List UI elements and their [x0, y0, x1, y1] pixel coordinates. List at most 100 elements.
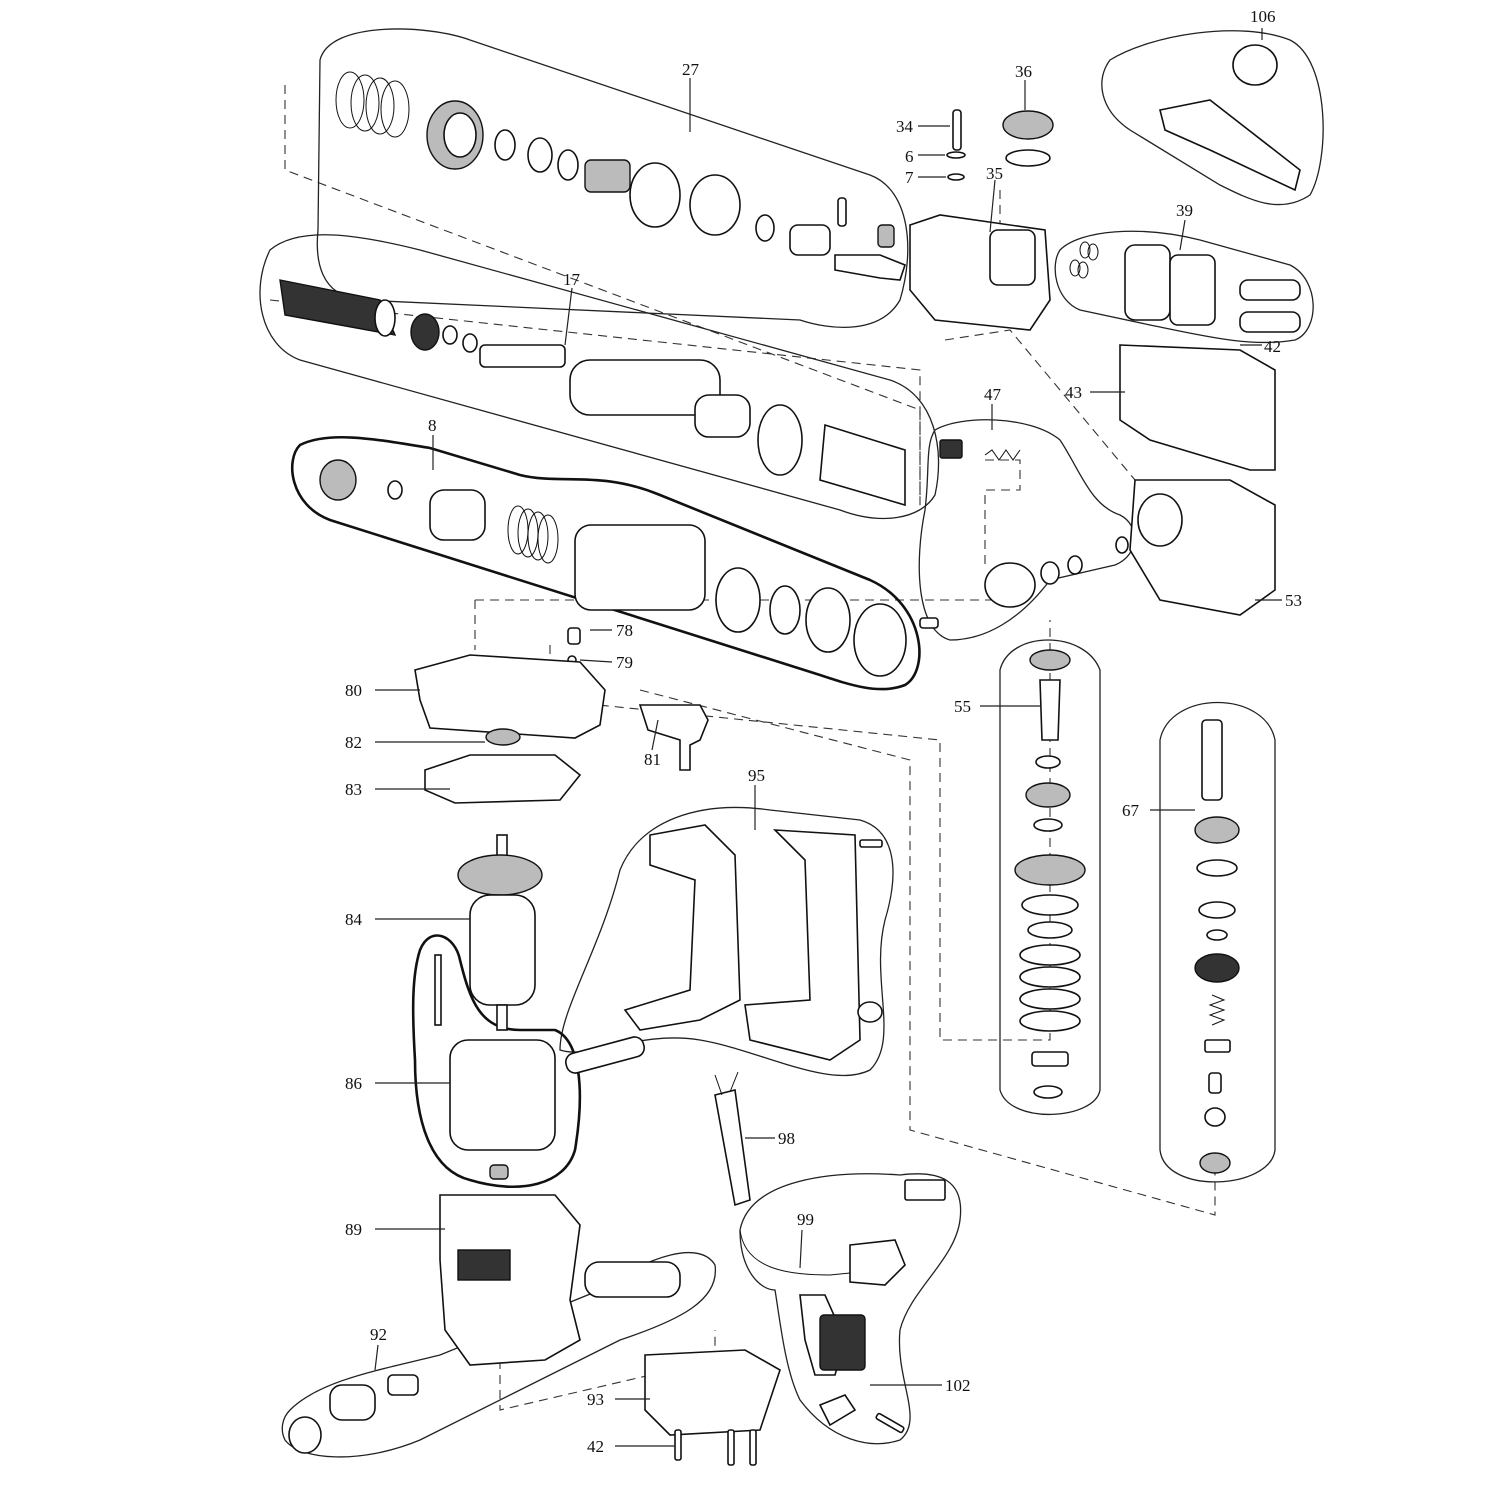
label-36: 36 [1015, 62, 1032, 81]
part-67-gear [1194, 953, 1240, 983]
part-102-clamp [818, 1394, 857, 1427]
part-99-plug [849, 1239, 906, 1286]
part-27-ring-b [527, 137, 553, 173]
part-67-needle-bearing [1199, 1152, 1231, 1174]
part-17-shaft [479, 344, 566, 368]
part-27-ring-d [755, 214, 775, 242]
label-89: 89 [345, 1220, 362, 1239]
part-92-sleeve [329, 1384, 376, 1421]
label-93: 93 [587, 1390, 604, 1409]
label-102: 102 [945, 1376, 971, 1395]
part-84-fan [457, 854, 543, 896]
part-27-ring-a [494, 129, 516, 161]
label-6: 6 [905, 147, 914, 166]
part-67-shaft [1201, 719, 1223, 801]
part-102-switch-body [819, 1314, 866, 1371]
part-67-washer [1196, 859, 1238, 877]
part-35-neck [989, 229, 1036, 286]
part-7-washer [947, 173, 965, 181]
assembly-guide-lines [269, 85, 1216, 1411]
label-83: 83 [345, 780, 362, 799]
part-6-washer [946, 151, 966, 159]
part-55-ring-a [1035, 755, 1061, 769]
part-67-key [1204, 1039, 1231, 1053]
part-95-handle-right [744, 829, 861, 1061]
part-27-gear [426, 100, 484, 170]
group-102-outline [739, 1173, 962, 1445]
part-17-ring-d [757, 404, 803, 476]
part-27-piston [789, 224, 831, 256]
part-27-sleeve [584, 159, 631, 193]
part-42b-screw-b [727, 1429, 735, 1466]
part-17-cylinder [569, 359, 721, 416]
part-78-pin [567, 627, 581, 645]
label-80: 80 [345, 681, 362, 700]
part-84-rotor [469, 894, 536, 1006]
part-95-bolt [564, 1036, 646, 1074]
label-78: 78 [616, 621, 633, 640]
label-86: 86 [345, 1074, 362, 1093]
part-82-bearing [485, 728, 521, 746]
part-95-handle-left [623, 824, 741, 1031]
part-8-ring-a [387, 480, 403, 500]
part-8-ring-b [715, 567, 761, 633]
part-55-disc-c [1019, 944, 1081, 966]
part-34-screw [952, 109, 962, 151]
label-55: 55 [954, 697, 971, 716]
part-92-brush [387, 1374, 419, 1396]
part-27-bush [877, 224, 895, 248]
part-17-sleeve [694, 394, 751, 438]
part-98-wires [714, 1071, 739, 1096]
part-106-clamp [1232, 44, 1278, 86]
part-55-disc-b [1027, 921, 1073, 939]
part-53-bore [1137, 493, 1183, 547]
part-47-pin [919, 617, 939, 629]
group-92-outline [281, 1251, 716, 1458]
part-55-bearing-top [1029, 649, 1071, 671]
part-55-ring-b [1033, 818, 1063, 832]
part-27-pin [837, 197, 847, 227]
part-27-circlip [629, 162, 681, 228]
label-47: 47 [984, 385, 1002, 404]
part-47-knob [984, 562, 1036, 608]
part-67-ring [1206, 929, 1228, 941]
part-8-bush [429, 489, 486, 541]
label-43: 43 [1065, 383, 1082, 402]
part-47-ring-c [1115, 536, 1129, 554]
part-17-tool-holder [279, 279, 397, 337]
part-17-tube [819, 423, 906, 507]
part-27-seal [689, 174, 741, 236]
group-55-outline [999, 639, 1101, 1116]
label-84: 84 [345, 910, 363, 929]
part-67-pin [1208, 1072, 1222, 1094]
part-8-ring-c [805, 587, 851, 653]
group-39-outline [1054, 230, 1314, 344]
part-67-bearing [1194, 816, 1240, 844]
part-43-shroud [1119, 344, 1276, 471]
part-86-bush [489, 1164, 509, 1180]
label-99: 99 [797, 1210, 814, 1229]
part-80-crank-housing [414, 654, 606, 739]
label-27: 27 [682, 60, 700, 79]
label-67: 67 [1122, 801, 1140, 820]
part-47-ring-a [1040, 561, 1060, 585]
part-67-circlip [1198, 901, 1236, 919]
part-99-terminal [904, 1179, 946, 1201]
part-17-ring-a [410, 313, 440, 351]
parts [279, 44, 1301, 1466]
part-55-disc-d [1019, 966, 1081, 988]
label-98: 98 [778, 1129, 795, 1148]
label-17: 17 [563, 270, 581, 289]
part-95-nut [857, 1001, 883, 1023]
part-55-nut [1031, 1051, 1069, 1067]
part-42b-screw-c [749, 1429, 757, 1466]
part-55-washer [1033, 1085, 1063, 1099]
leader-lines [374, 28, 1282, 1447]
part-17-ring-b [442, 325, 458, 345]
part-55-disc-f [1019, 1010, 1081, 1032]
part-95-screw [859, 839, 883, 848]
part-83-plate [424, 754, 582, 804]
group-17-outline [259, 234, 940, 520]
part-47-block [939, 439, 963, 459]
